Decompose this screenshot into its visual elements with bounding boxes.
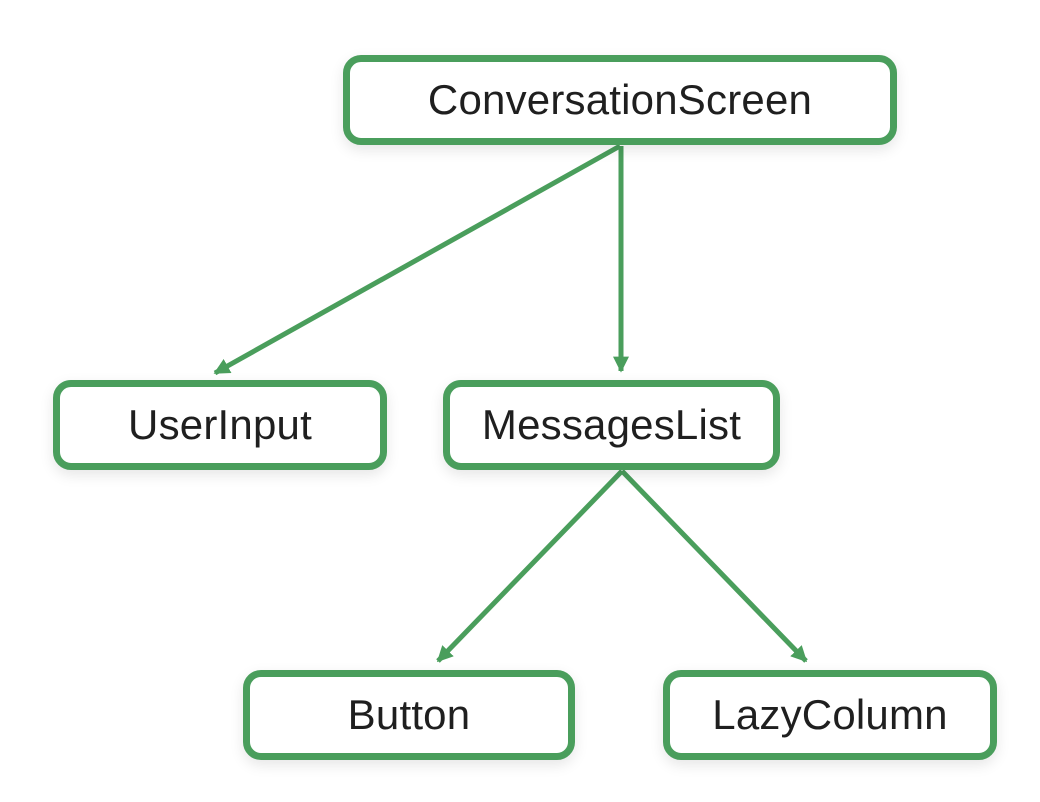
node-label: Button [347, 691, 471, 738]
edge-messageslist-lazycolumn [620, 469, 808, 663]
node-label: LazyColumn [712, 691, 948, 738]
node-messages-list: MessagesList [443, 380, 780, 470]
edge-conversationscreen-userinput [213, 143, 622, 376]
node-button: Button [243, 670, 575, 760]
node-lazy-column: LazyColumn [663, 670, 997, 760]
node-label: UserInput [128, 401, 312, 448]
node-label: MessagesList [481, 401, 742, 448]
node-user-input: UserInput [53, 380, 387, 470]
node-label: ConversationScreen [427, 76, 813, 123]
edge-messageslist-button [436, 469, 624, 663]
node-conversation-screen: ConversationScreen [343, 55, 897, 145]
